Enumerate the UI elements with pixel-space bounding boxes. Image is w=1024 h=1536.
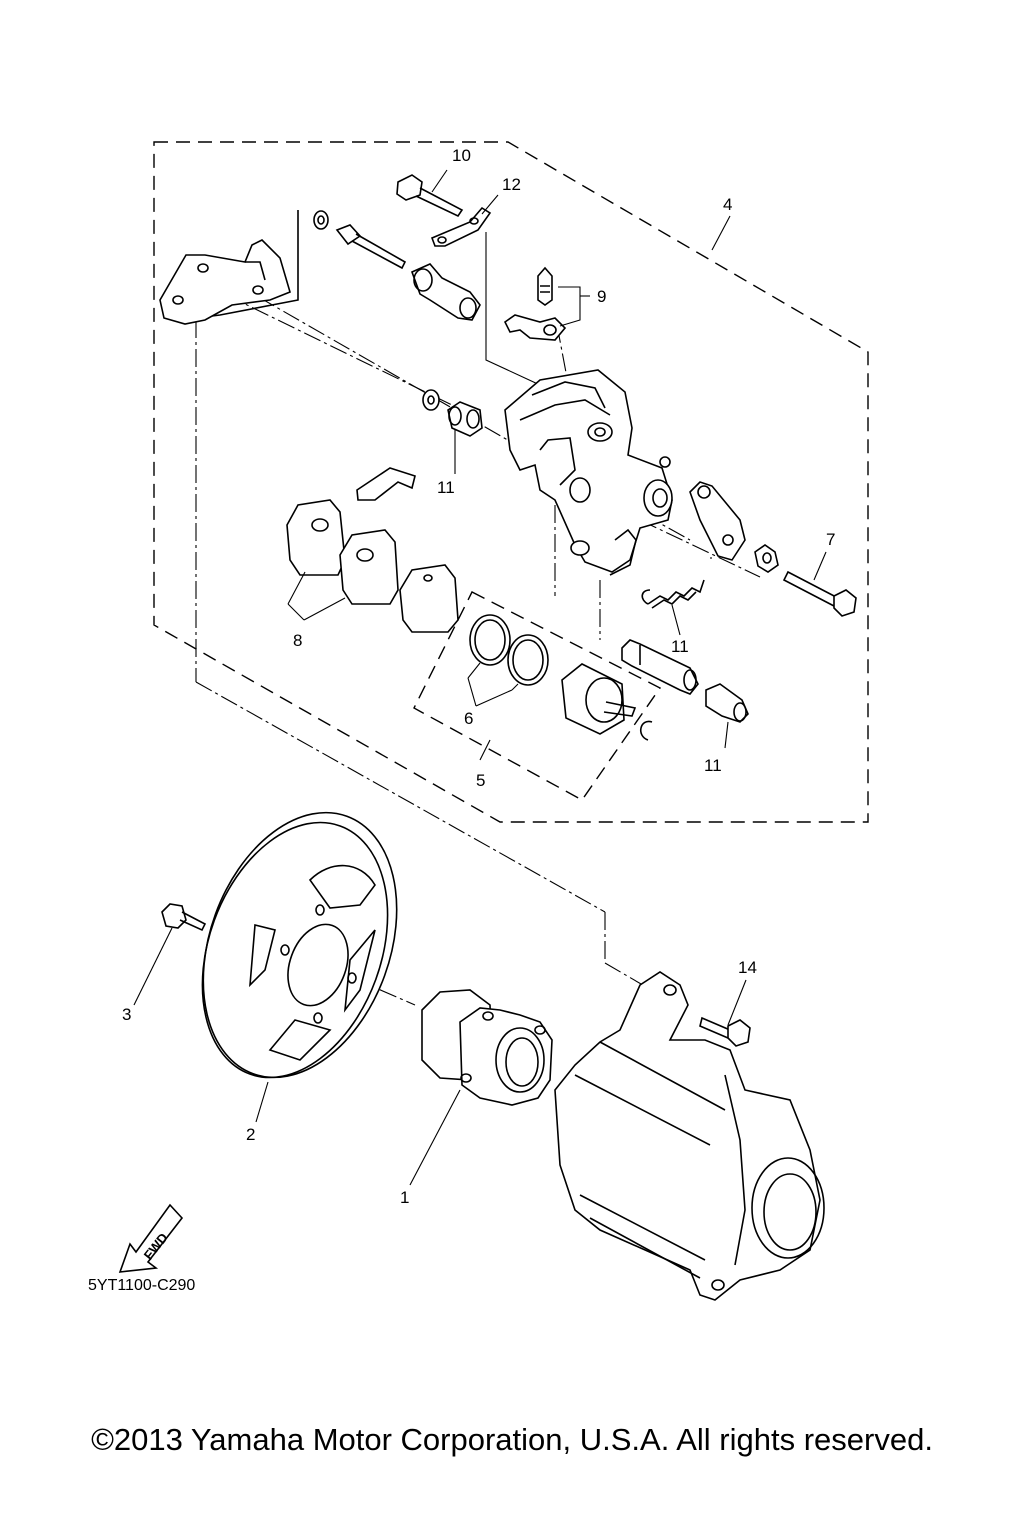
bolt-part-7 xyxy=(782,570,857,617)
guide-line xyxy=(485,232,541,386)
caliper-body xyxy=(504,369,673,576)
brake-disc-part-2 xyxy=(201,811,398,1079)
bracket-plate-right xyxy=(689,481,746,561)
pin-boot-part-11-lower xyxy=(705,683,749,723)
piston xyxy=(561,663,637,735)
pin-and-washer xyxy=(313,210,407,270)
bolt-part-10 xyxy=(396,174,464,218)
callout-9: 9 xyxy=(597,287,606,306)
callout-5: 5 xyxy=(476,771,485,790)
slide-pin-lower xyxy=(621,639,699,695)
callout-14: 14 xyxy=(738,958,757,977)
callout-2: 2 xyxy=(246,1125,255,1144)
leader-lines xyxy=(133,169,827,1186)
callout-11-upper: 11 xyxy=(437,478,455,497)
seal-kit-boundary xyxy=(413,591,662,801)
callout-12: 11 xyxy=(671,637,689,656)
pad-shim xyxy=(399,564,459,633)
caliper-bracket xyxy=(159,210,299,325)
axle-housing xyxy=(554,971,825,1301)
callout-10: 10 xyxy=(452,146,471,165)
piston-seals-part-6 xyxy=(469,614,549,686)
disc-bolt-part-3 xyxy=(161,903,207,932)
diagram-code: 5YT1100-C290 xyxy=(88,1277,195,1294)
brake-pad-part-8 xyxy=(286,499,399,605)
centre-lines xyxy=(195,267,761,1006)
callout-7: 7 xyxy=(826,530,835,549)
callout-8: 8 xyxy=(293,631,302,650)
pin-boot-part-11-upper xyxy=(447,401,483,437)
pad-spring xyxy=(356,467,416,501)
callout-3: 3 xyxy=(122,1005,131,1024)
washer-middle xyxy=(422,389,440,411)
callout-1: 1 xyxy=(400,1188,409,1207)
callout-labels: 10 12 4 9 11 7 8 11 6 11 5 14 3 2 1 xyxy=(122,146,835,1207)
circlip xyxy=(640,720,653,741)
bleed-screw-part-9 xyxy=(503,266,581,341)
fwd-arrow: FWD xyxy=(118,1203,184,1273)
callout-4: 4 xyxy=(723,195,732,214)
bolt-part-14 xyxy=(699,1016,751,1047)
callout-6: 6 xyxy=(464,709,473,728)
nut xyxy=(754,544,779,573)
pin-boot xyxy=(410,263,481,321)
spring-part-12 xyxy=(641,579,705,609)
callout-11-lower: 11 xyxy=(704,756,722,775)
copyright-notice: ©2013 Yamaha Motor Corporation, U.S.A. A… xyxy=(91,1422,933,1457)
callout-13: 12 xyxy=(502,175,521,194)
caliper-assembly-boundary xyxy=(153,141,869,823)
clip-part-13 xyxy=(430,206,492,247)
hub-part-1 xyxy=(421,989,553,1106)
